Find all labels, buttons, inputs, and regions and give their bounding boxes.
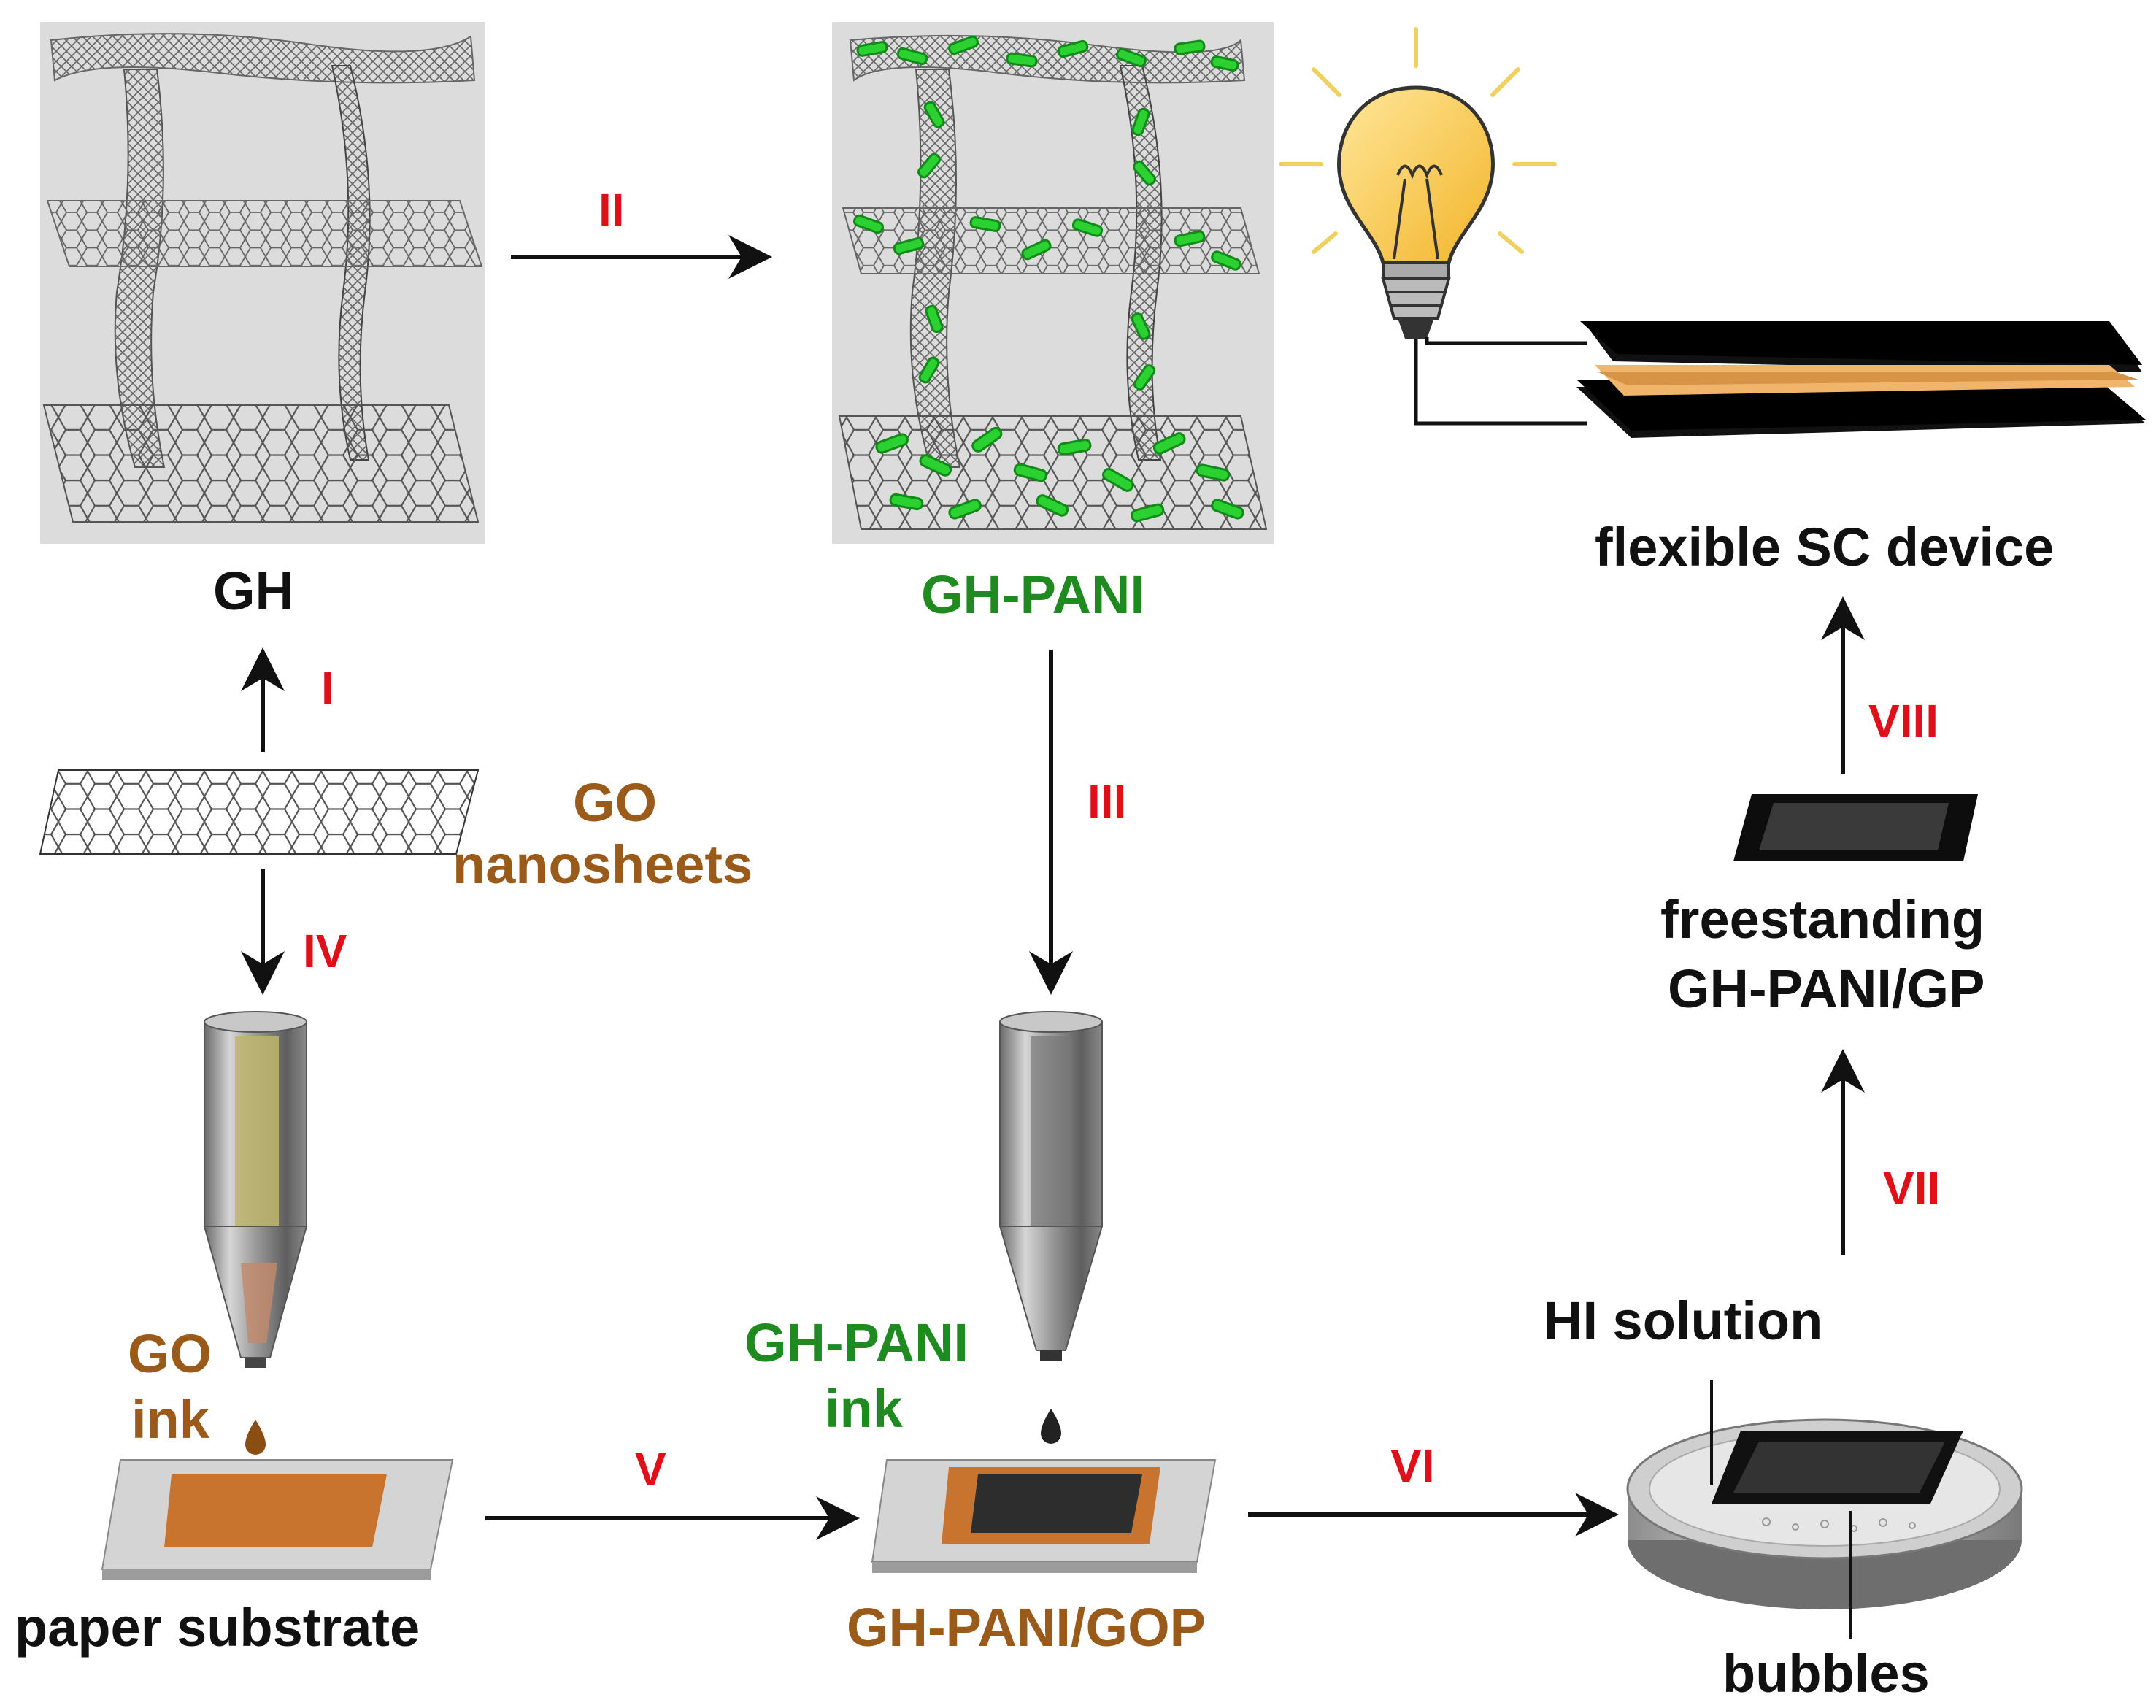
step-V: V <box>635 1443 666 1496</box>
label-go-nanosheets-1: GO <box>573 772 657 833</box>
step-I: I <box>321 662 334 715</box>
label-gh-pani-ink-2: ink <box>825 1378 904 1439</box>
step-VIII: VIII <box>1868 695 1939 747</box>
label-bubbles: bubbles <box>1722 1643 1930 1704</box>
process-arrows <box>241 235 1865 1540</box>
device-wires <box>1414 337 1587 426</box>
go-ink-nozzle-icon <box>203 1011 308 1455</box>
step-III: III <box>1087 775 1126 828</box>
label-freestanding-1: freestanding <box>1660 889 1984 950</box>
label-gh-pani: GH-PANI <box>921 564 1145 625</box>
step-IV: IV <box>303 925 347 977</box>
label-hi-solution: HI solution <box>1544 1290 1822 1351</box>
paper-substrate-icon <box>101 1459 454 1580</box>
step-VI: VI <box>1390 1439 1434 1492</box>
flexible-sc-device <box>1576 321 2146 438</box>
callout-lines <box>1710 1380 1852 1639</box>
step-VII: VII <box>1883 1162 1940 1215</box>
gh-pani-gop-substrate-icon <box>871 1459 1217 1573</box>
label-paper-substrate: paper substrate <box>15 1597 420 1658</box>
label-go-ink-1: GO <box>128 1323 212 1384</box>
hi-solution-dish-icon <box>1626 1418 2023 1609</box>
label-go-nanosheets-2: nanosheets <box>453 834 752 895</box>
step-labels: I II III IV V VI VII VIII <box>303 184 1940 1496</box>
label-gh: GH <box>213 561 294 621</box>
go-nanosheet-icon <box>39 769 480 855</box>
freestanding-film-icon <box>1733 794 1978 861</box>
label-go-ink-2: ink <box>131 1389 210 1450</box>
label-freestanding-2: GH-PANI/GP <box>1668 958 1984 1019</box>
pani-nanorods <box>853 35 1244 523</box>
label-gh-pani-ink-1: GH-PANI <box>744 1312 969 1373</box>
gh-pani-ink-nozzle-icon <box>998 1011 1104 1444</box>
light-bulb-icon <box>1279 27 1557 339</box>
gh-pani-structure-panel <box>832 22 1274 544</box>
gh-structure-panel <box>40 22 485 544</box>
step-II: II <box>598 184 625 236</box>
label-flexible-sc-device: flexible SC device <box>1595 517 2054 577</box>
label-gh-pani-gop: GH-PANI/GOP <box>847 1597 1206 1658</box>
